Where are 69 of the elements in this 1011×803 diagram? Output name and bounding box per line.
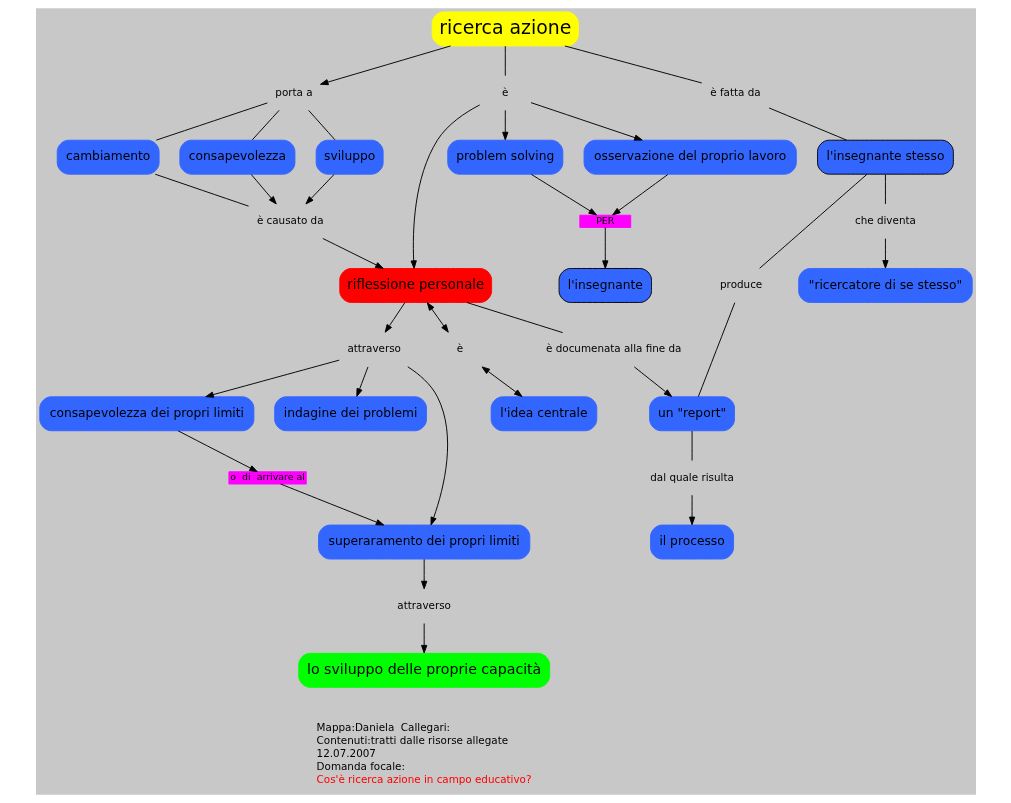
node-box: ricerca azione — [431, 11, 579, 47]
connector — [504, 45, 506, 77]
connector — [155, 102, 268, 141]
node-text: è causato da — [256, 213, 324, 226]
node-box: un "report" — [648, 396, 735, 432]
node-box: riflessione personale — [338, 268, 492, 303]
connector — [758, 173, 867, 269]
arrow — [406, 366, 448, 526]
arrow — [304, 174, 334, 205]
node-box: l'insegnante — [558, 268, 652, 303]
node-text: è — [456, 342, 463, 355]
node-box: lo sviluppo delle proprie capacità — [297, 652, 550, 688]
connector — [563, 45, 702, 84]
connector — [768, 107, 847, 141]
arrow — [321, 238, 384, 269]
label: Mappa:Daniela Callegari: — [316, 720, 450, 733]
arrow — [501, 109, 508, 141]
arrow — [319, 45, 451, 86]
node-box: cambiamento — [56, 139, 160, 175]
node-text: porta a — [274, 85, 313, 98]
node-box: il processo — [649, 524, 734, 560]
node-text: è fatta da — [709, 85, 761, 98]
node-box: PER — [578, 214, 631, 228]
arrow — [426, 302, 449, 333]
arrow — [420, 558, 427, 590]
arrow — [611, 174, 668, 216]
connector — [884, 174, 886, 205]
label: Domanda focale: — [316, 760, 405, 773]
connector — [697, 302, 735, 398]
arrow — [410, 104, 480, 269]
connector — [251, 109, 280, 141]
node-box: "ricercatore di se stesso" — [797, 268, 973, 303]
arrow — [601, 227, 608, 269]
arrow — [279, 483, 384, 526]
arrow — [530, 173, 597, 216]
arrow — [530, 102, 643, 141]
arrow — [177, 430, 258, 473]
node-box: superaramento dei propri limiti — [317, 524, 530, 560]
label: Cos'è ricerca azione in campo educativo? — [316, 773, 531, 786]
arrow — [633, 366, 672, 398]
node-box: sviluppo — [315, 139, 384, 175]
node-text: dal quale risulta — [649, 470, 734, 483]
arrow — [204, 359, 340, 398]
node-text: attraverso — [396, 598, 451, 611]
node-box: consapevolezza — [178, 139, 295, 175]
node-text: attraverso — [346, 342, 401, 355]
node-box: o di arrivare al — [227, 471, 307, 485]
node-text: che diventa — [854, 213, 916, 226]
node-text: è documenata alla fine da — [545, 342, 681, 355]
connector — [307, 109, 335, 141]
arrow — [355, 366, 368, 397]
arrow — [481, 366, 522, 398]
connector — [154, 173, 249, 207]
node-box: l'insegnante stesso — [816, 139, 954, 175]
node-box: consapevolezza dei propri limiti — [38, 396, 254, 432]
label: Contenuti:tratti dalle risorse allegate — [316, 733, 508, 746]
node-box: l'idea centrale — [490, 396, 597, 432]
node-box: indagine dei problemi — [273, 396, 427, 432]
arrow — [250, 174, 277, 205]
node-text: è — [501, 85, 508, 98]
arrow — [384, 302, 405, 333]
label: 12.07.2007 — [316, 746, 376, 759]
node-box: problem solving — [446, 139, 563, 175]
connector — [465, 302, 563, 334]
arrow — [688, 494, 695, 526]
arrow — [881, 238, 889, 269]
arrow — [420, 623, 427, 654]
node-text: produce — [719, 278, 762, 291]
node-box: osservazione del proprio lavoro — [583, 139, 797, 175]
